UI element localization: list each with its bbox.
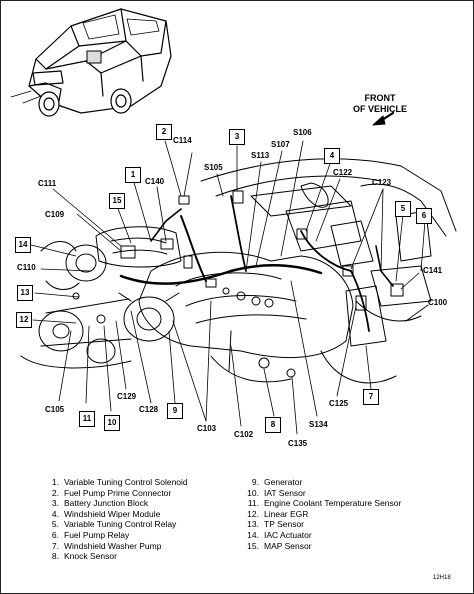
legend-item: 1.Variable Tuning Control Solenoid [51,477,188,487]
callout-12: 12 [16,312,32,328]
callout-4: 4 [324,148,340,164]
legend-item: 5.Variable Tuning Control Relay [51,519,177,530]
callout-14: 14 [15,237,31,253]
label-c110: C110 [17,263,36,272]
label-s134: S134 [309,420,328,429]
label-c123: C123 [372,178,392,187]
callout-5: 5 [395,201,411,217]
legend-item: 9.Generator [251,477,303,487]
label-c141: C141 [423,266,443,275]
label-c103: C103 [197,424,217,433]
label-c135: C135 [288,439,308,448]
label-c128: C128 [139,405,159,414]
front-label-line1: FRONT [364,93,396,103]
label-c109: C109 [45,210,65,219]
callout-8: 8 [265,417,281,433]
label-s105: S105 [204,163,223,172]
legend-item: 8.Knock Sensor [51,551,117,562]
legend-item: 12.Linear EGR [247,508,309,519]
label-c102: C102 [234,430,254,439]
label-c100: C100 [428,298,448,307]
callout-7: 7 [363,389,379,405]
label-c140: C140 [145,177,165,186]
callout-13: 13 [17,285,33,301]
callout-2: 2 [156,124,172,140]
label-s107: S107 [271,140,290,149]
leader-lines [30,140,429,435]
callout-15: 15 [109,193,125,209]
engine-compartment [20,158,457,384]
label-c114: C114 [173,136,192,145]
legend-item: 3.Battery Junction Block [51,498,149,509]
label-c122: C122 [333,168,353,177]
legend-item: 4.Windshield Wiper Module [51,508,161,519]
legend-item: 15.MAP Sensor [247,540,312,551]
engine-wiring-illustration [10,8,457,435]
legend-column-right: 9.Generator 10.IAT Sensor 11.Engine Cool… [245,477,401,551]
label-c125: C125 [329,399,349,408]
figure-id: 12H18 [433,575,451,581]
front-label-line2: OF VEHICLE [353,104,408,114]
callout-11: 11 [79,411,95,427]
callout-1: 1 [125,167,141,183]
label-c105: C105 [45,405,65,414]
legend-item: 7.Windshield Washer Pump [51,540,162,551]
label-s113: S113 [251,151,270,160]
legend-item: 11.Engine Coolant Temperature Sensor [247,498,402,509]
label-s106: S106 [293,128,312,137]
legend-item: 10.IAT Sensor [247,487,306,498]
vehicle-drawing [10,8,172,117]
legend-item: 14.IAC Actuator [247,529,312,540]
legend-item: 13.TP Sensor [247,519,305,530]
callout-9: 9 [167,403,183,419]
callout-10: 10 [104,415,120,431]
legend-item: 2.Fuel Pump Prime Connector [51,487,172,498]
label-c129: C129 [117,392,137,401]
front-of-vehicle-label: FRONT OF VEHICLE [353,93,407,115]
legend-item: 6.Fuel Pump Relay [51,529,130,540]
legend: 1.Variable Tuning Control Solenoid 2.Fue… [45,477,465,569]
callout-6: 6 [416,208,432,224]
label-c111: C111 [38,179,57,188]
legend-column-left: 1.Variable Tuning Control Solenoid 2.Fue… [45,477,188,562]
callout-3: 3 [229,129,245,145]
